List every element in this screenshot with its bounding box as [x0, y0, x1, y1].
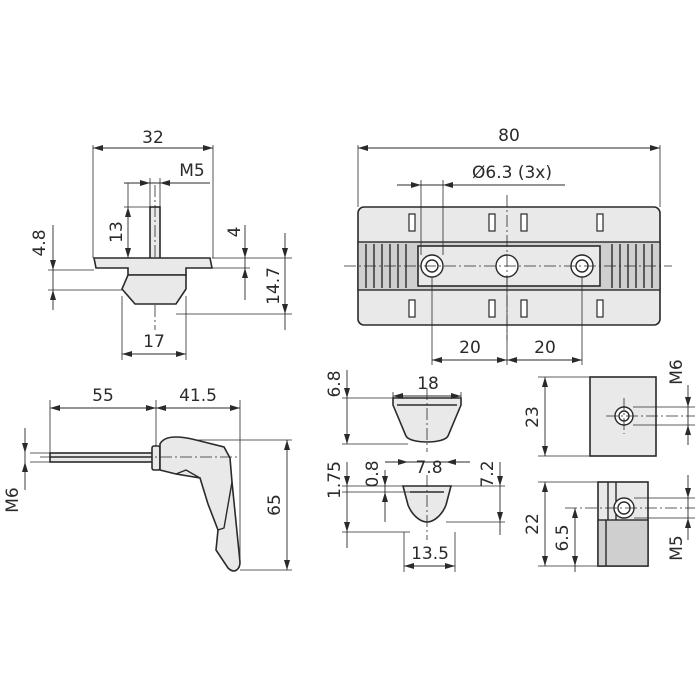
dim-7-2: 7.2	[478, 460, 498, 487]
dim-20-left: 20	[459, 338, 481, 358]
insert-m5-view: 22 6.5 M5	[523, 475, 695, 572]
dim-4-8: 4.8	[30, 229, 50, 256]
dim-m6-lever: M6	[3, 487, 23, 512]
dim-20-right: 20	[534, 338, 556, 358]
dim-65: 65	[265, 494, 285, 516]
dim-14-7: 14.7	[264, 267, 284, 305]
dim-13-5: 13.5	[411, 544, 449, 564]
dim-holes: Ø6.3 (3x)	[472, 163, 552, 183]
dim-17: 17	[143, 332, 165, 352]
dim-55: 55	[92, 386, 114, 406]
dim-7-8: 7.8	[415, 458, 442, 478]
dim-80: 80	[498, 126, 520, 146]
dim-41-5: 41.5	[179, 386, 217, 406]
dim-23: 23	[523, 406, 543, 428]
dim-13: 13	[107, 221, 127, 243]
t-nut-view: 32 M5 13 4.8 4 14.7 17	[30, 128, 292, 360]
dim-m6-insert: M6	[667, 359, 687, 384]
dim-m5: M5	[179, 161, 204, 181]
slot-nut-lower-view: 7.8 1.75 0.8 7.2 13.5	[325, 458, 505, 572]
dim-1-75: 1.75	[325, 461, 345, 499]
insert-m6-view: 23 M6	[523, 359, 695, 457]
dim-6-5: 6.5	[553, 524, 573, 551]
dim-18: 18	[417, 374, 439, 394]
slot-nut-upper-view: 18 6.8	[325, 370, 462, 452]
dim-6-8: 6.8	[325, 370, 345, 397]
dim-0-8: 0.8	[363, 460, 383, 487]
dim-22: 22	[523, 513, 543, 535]
clamp-lever-view: 55 41.5 M6 65	[3, 386, 292, 572]
dim-4: 4	[225, 227, 245, 238]
dim-32: 32	[142, 128, 164, 148]
plate-view: 80 Ø6.3 (3x) 20 20	[344, 126, 672, 365]
dim-m5-insert: M5	[667, 535, 687, 560]
